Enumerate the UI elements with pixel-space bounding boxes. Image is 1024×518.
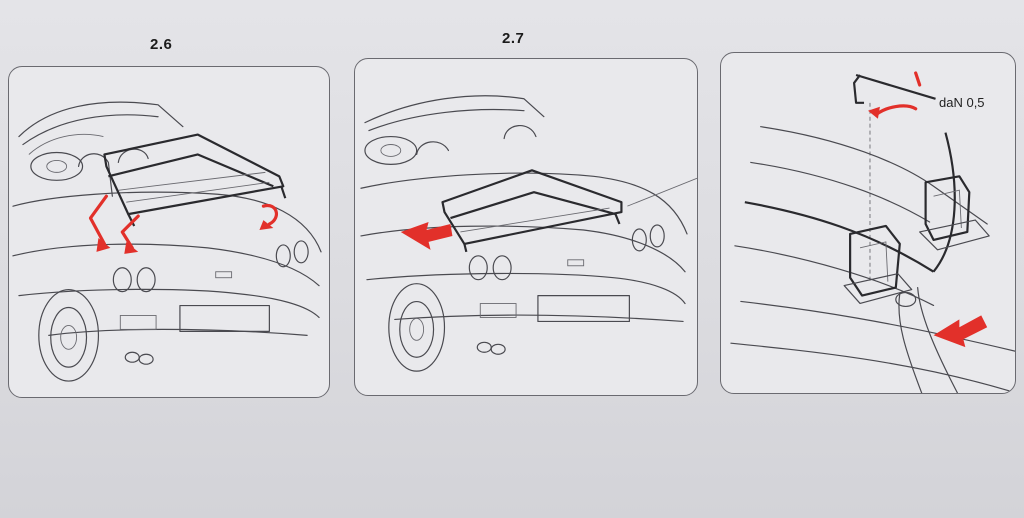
insert-arrow-left bbox=[88, 194, 108, 246]
red-arrow-icon bbox=[933, 315, 988, 348]
step-number-2-6: 2.6 bbox=[150, 36, 173, 53]
rotate-arrow-icon bbox=[261, 203, 278, 226]
clamp-detail-illustration bbox=[730, 71, 1015, 393]
detail-panel-clamp: daN 0,5 bbox=[720, 52, 1016, 394]
car-rack-illustration-2-6 bbox=[12, 101, 322, 382]
torque-value-label: daN 0,5 bbox=[939, 95, 985, 110]
rotate-arrow-icon bbox=[874, 104, 918, 117]
insert-arrow-right bbox=[120, 214, 140, 250]
red-arrow-icon bbox=[400, 222, 453, 250]
illustration-panel-2-7 bbox=[354, 58, 698, 396]
car-rack-illustration-2-7 bbox=[360, 95, 697, 372]
illustration-panel-2-6 bbox=[8, 66, 330, 398]
step-number-2-7: 2.7 bbox=[502, 30, 525, 47]
